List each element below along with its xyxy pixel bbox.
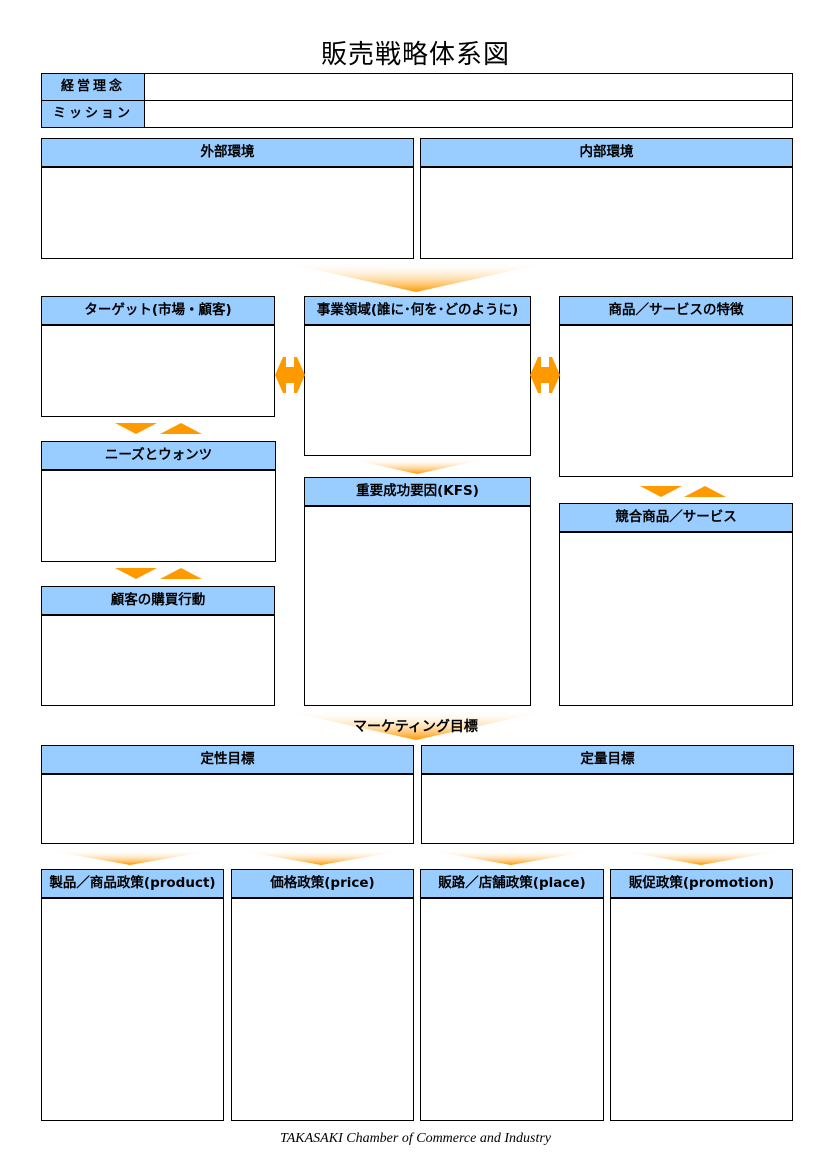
qualitative-goal-field[interactable] xyxy=(42,775,413,843)
internal-environment-header: 内部環境 xyxy=(421,139,792,168)
quantitative-goal-field[interactable] xyxy=(422,775,793,843)
external-environment-header: 外部環境 xyxy=(42,139,413,168)
needs-wants-field[interactable] xyxy=(42,471,275,561)
arrow-up-icon xyxy=(684,486,726,497)
purchase-behavior-box: 顧客の購買行動 xyxy=(41,586,275,706)
fan-arrow-icon xyxy=(45,850,215,865)
product-features-field[interactable] xyxy=(560,326,792,476)
competitors-header: 競合商品／サービス xyxy=(560,504,792,533)
internal-environment-field[interactable] xyxy=(421,168,792,258)
business-domain-header: 事業領域(誰に･何を･どのように) xyxy=(305,297,530,326)
philosophy-label: 経営理念 xyxy=(42,74,145,100)
kfs-box: 重要成功要因(KFS) xyxy=(304,477,531,706)
price-policy-field[interactable] xyxy=(232,899,413,1120)
place-policy-header: 販路／店舗政策(place) xyxy=(421,870,603,899)
fan-arrow-icon xyxy=(280,262,552,292)
arrow-up-icon xyxy=(160,423,202,434)
promotion-policy-field[interactable] xyxy=(611,899,792,1120)
mission-field[interactable] xyxy=(145,101,792,127)
arrow-down-icon xyxy=(640,486,682,497)
needs-wants-box: ニーズとウォンツ xyxy=(41,441,276,562)
product-policy-box: 製品／商品政策(product) xyxy=(41,869,224,1121)
bidirectional-arrow-icon xyxy=(275,357,305,393)
product-policy-field[interactable] xyxy=(42,899,223,1120)
price-policy-box: 価格政策(price) xyxy=(231,869,414,1121)
quantitative-goal-box: 定量目標 xyxy=(421,745,794,844)
arrow-up-icon xyxy=(160,568,202,579)
competitors-box: 競合商品／サービス xyxy=(559,503,793,706)
needs-wants-header: ニーズとウォンツ xyxy=(42,442,275,471)
quantitative-goal-header: 定量目標 xyxy=(422,746,793,775)
product-policy-header: 製品／商品政策(product) xyxy=(42,870,223,899)
competitors-field[interactable] xyxy=(560,533,792,705)
qualitative-goal-box: 定性目標 xyxy=(41,745,414,844)
bidirectional-arrow-icon xyxy=(530,357,560,393)
external-environment-field[interactable] xyxy=(42,168,413,258)
business-domain-box: 事業領域(誰に･何を･どのように) xyxy=(304,296,531,456)
target-header: ターゲット(市場・顧客) xyxy=(42,297,274,326)
target-field[interactable] xyxy=(42,326,274,416)
mission-row: ミッション xyxy=(42,100,792,127)
footer-organization: TAKASAKI Chamber of Commerce and Industr… xyxy=(279,1131,552,1146)
internal-environment-box: 内部環境 xyxy=(420,138,793,259)
target-box: ターゲット(市場・顧客) xyxy=(41,296,275,417)
fan-arrow-icon xyxy=(345,458,490,474)
price-policy-header: 価格政策(price) xyxy=(232,870,413,899)
promotion-policy-box: 販促政策(promotion) xyxy=(610,869,793,1121)
fan-arrow-icon xyxy=(280,710,552,740)
page-title: 販売戦略体系図 xyxy=(320,40,510,70)
philosophy-field[interactable] xyxy=(145,74,792,100)
qualitative-goal-header: 定性目標 xyxy=(42,746,413,775)
mission-label: ミッション xyxy=(42,101,145,127)
philosophy-mission-table: 経営理念 ミッション xyxy=(41,73,793,128)
arrow-down-icon xyxy=(115,568,157,579)
product-features-box: 商品／サービスの特徴 xyxy=(559,296,793,477)
place-policy-field[interactable] xyxy=(421,899,603,1120)
fan-arrow-icon xyxy=(616,850,786,865)
external-environment-box: 外部環境 xyxy=(41,138,414,259)
purchase-behavior-header: 顧客の購買行動 xyxy=(42,587,274,616)
kfs-header: 重要成功要因(KFS) xyxy=(305,478,530,507)
business-domain-field[interactable] xyxy=(305,326,530,455)
marketing-goals-label: マーケティング目標 xyxy=(353,719,478,735)
fan-arrow-icon xyxy=(236,850,406,865)
place-policy-box: 販路／店舗政策(place) xyxy=(420,869,604,1121)
product-features-header: 商品／サービスの特徴 xyxy=(560,297,792,326)
promotion-policy-header: 販促政策(promotion) xyxy=(611,870,792,899)
purchase-behavior-field[interactable] xyxy=(42,616,274,705)
philosophy-row: 経営理念 xyxy=(42,74,792,100)
fan-arrow-icon xyxy=(426,850,596,865)
arrow-down-icon xyxy=(115,423,157,434)
kfs-field[interactable] xyxy=(305,507,530,705)
